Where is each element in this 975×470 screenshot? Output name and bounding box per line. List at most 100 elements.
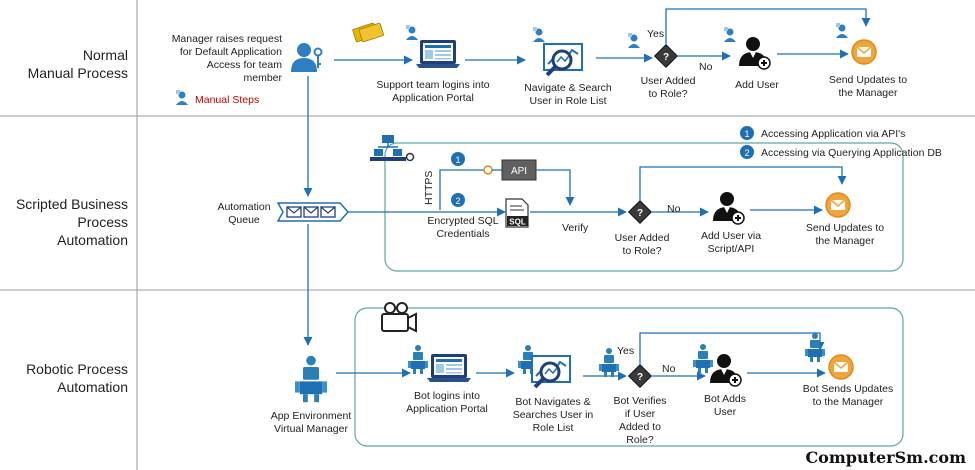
scripted-legend: 1 Accessing Application via API's 2 Acce… (740, 126, 942, 159)
api-connector (483, 165, 493, 175)
scripted-no-label: No (667, 203, 681, 215)
svg-text:Virtual Manager: Virtual Manager (274, 423, 348, 435)
user-icon (291, 43, 317, 72)
https-label: HTTPS (423, 171, 435, 205)
svg-text:Added to: Added to (619, 421, 661, 433)
api-label: API (511, 166, 527, 177)
manual-decision-text: User Added to Role? (641, 75, 696, 100)
legend-badge-2 (740, 145, 754, 159)
svg-text:Send Updates to: Send Updates to (806, 222, 884, 234)
robotic-manager-text: App Environment Virtual Manager (271, 410, 352, 435)
svg-text:Navigate & Search: Navigate & Search (524, 82, 612, 94)
svg-text:Role List: Role List (533, 422, 574, 434)
manual-send-text: Send Updates to the Manager (829, 74, 907, 99)
mail-icon (851, 39, 877, 65)
decision-diamond-icon (654, 44, 678, 68)
add-user-icon (712, 191, 745, 225)
decision-diamond-icon (628, 200, 652, 224)
robotic-search-text: Bot Navigates & Searches User in Role Li… (513, 396, 594, 434)
svg-text:Encrypted SQL: Encrypted SQL (427, 215, 498, 227)
svg-text:Support team logins into: Support team logins into (376, 79, 489, 91)
verify-label: Verify (562, 222, 589, 234)
manual-yes-label: Yes (647, 28, 664, 40)
robotic-adduser-text: Bot Adds User (704, 393, 746, 418)
mail-icon (825, 192, 851, 218)
svg-text:to the Manager: to the Manager (813, 396, 884, 408)
robot-icon (693, 344, 713, 373)
svg-text:1: 1 (455, 155, 460, 165)
robot-icon (805, 333, 825, 362)
robotic-decision-text: Bot Verifies if User Added to Role? (613, 395, 666, 446)
svg-text:User Added: User Added (615, 232, 670, 244)
manual-adduser-label: Add User (735, 79, 779, 91)
laptop-icon (427, 354, 471, 382)
key-icon (313, 47, 323, 68)
manual-step-user-icon (176, 90, 188, 105)
robot-icon (295, 355, 327, 403)
svg-text:Process: Process (77, 214, 128, 230)
svg-text:Accessing Application via API': Accessing Application via API's (761, 128, 905, 140)
scripted-adduser-text: Add User via Script/API (701, 230, 761, 255)
svg-text:Script/API: Script/API (708, 243, 755, 255)
manual-steps-legend: Manual Steps (176, 90, 259, 106)
svg-text:Manager raises request: Manager raises request (172, 33, 282, 45)
svg-text:User: User (714, 406, 737, 418)
svg-text:User Added: User Added (641, 75, 696, 87)
add-user-icon (738, 36, 771, 70)
arrow-queue-to-api (439, 169, 484, 210)
robotic-container (354, 307, 904, 447)
svg-text:the Manager: the Manager (816, 235, 875, 247)
scripted-queue-text: Automation Queue (217, 201, 270, 226)
robotic-send-text: Bot Sends Updates to the Manager (803, 383, 893, 408)
svg-text:Queue: Queue (228, 214, 260, 226)
manual-no-label: No (699, 61, 713, 73)
svg-text:SQL: SQL (509, 218, 526, 227)
manual-step-user-icon (406, 25, 418, 40)
svg-text:2: 2 (455, 196, 460, 206)
svg-text:for Default Application: for Default Application (180, 46, 282, 58)
svg-text:Accessing via Querying Applica: Accessing via Querying Application DB (761, 147, 942, 159)
svg-text:if User: if User (625, 408, 656, 420)
robotic-login-text: Bot logins into Application Portal (406, 390, 488, 415)
arrow-scripted-yes (639, 166, 847, 201)
search-chart-icon (530, 354, 572, 389)
network-icon (370, 135, 415, 162)
svg-text:Automation: Automation (57, 379, 128, 395)
svg-text:Bot logins into: Bot logins into (414, 390, 480, 402)
svg-text:Application Portal: Application Portal (406, 403, 488, 415)
robotic-no-label: No (662, 363, 676, 375)
svg-text:Automation: Automation (57, 232, 128, 248)
robotic-yes-label: Yes (617, 345, 634, 357)
legend-badge-1 (740, 126, 754, 140)
manual-step-user-icon (533, 27, 545, 42)
search-chart-icon (542, 42, 584, 77)
svg-text:Bot Verifies: Bot Verifies (613, 395, 666, 407)
svg-text:Bot Sends Updates: Bot Sends Updates (803, 383, 893, 395)
svg-text:User in Role List: User in Role List (529, 95, 606, 107)
svg-text:2: 2 (744, 148, 749, 158)
svg-text:Application Portal: Application Portal (392, 92, 474, 104)
lane-label-manual: Normal Manual Process (28, 47, 128, 81)
svg-text:member: member (243, 72, 282, 84)
manual-request-text: Manager raises request for Default Appli… (172, 33, 283, 84)
svg-text:Automation: Automation (217, 201, 270, 213)
camera-icon (381, 302, 417, 333)
lane-label-scripted: Scripted Business Process Automation (16, 196, 128, 248)
decision-diamond-icon (628, 364, 652, 388)
lane-label-robotic: Robotic Process Automation (26, 361, 128, 395)
watermark: ComputerSm.com (805, 448, 966, 467)
route-badge-1 (451, 152, 465, 166)
svg-text:Add User via: Add User via (701, 230, 761, 242)
sql-file-icon: SQL (505, 198, 529, 228)
sql-credentials-text: Encrypted SQL Credentials (427, 215, 498, 240)
svg-text:Role?: Role? (626, 434, 654, 446)
manual-step-user-icon (836, 23, 848, 38)
add-user-icon (709, 353, 742, 387)
svg-text:Normal: Normal (83, 47, 128, 63)
svg-text:App Environment: App Environment (271, 410, 352, 422)
robot-icon (599, 348, 619, 377)
svg-text:Credentials: Credentials (436, 228, 489, 240)
